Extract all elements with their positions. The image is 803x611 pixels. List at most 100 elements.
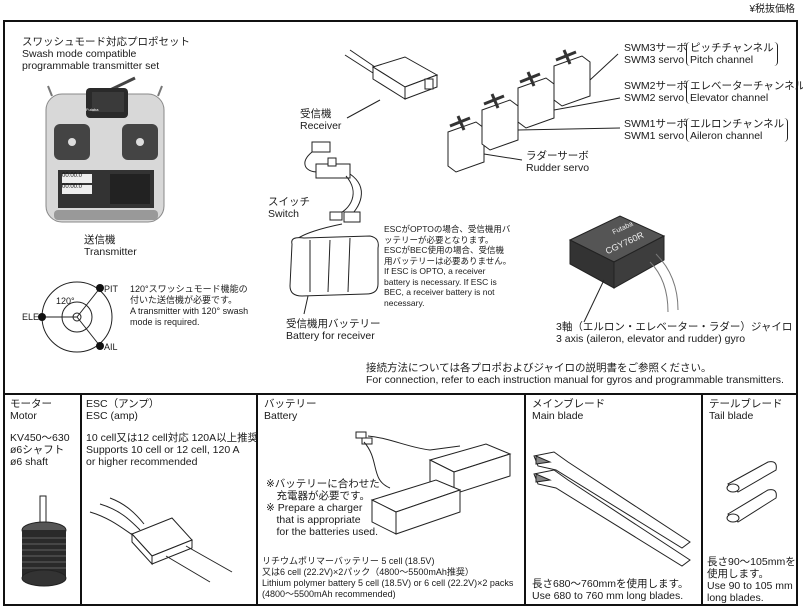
receiver-label: 受信機 Receiver	[300, 108, 341, 132]
rudder-servo-label-ja: ラダーサーボ	[526, 150, 589, 162]
receiver-battery-label-en: Battery for receiver	[286, 330, 375, 342]
connection-note-ja: 接続方法については各プロポおよびジャイロの説明書をご参照ください。	[366, 362, 712, 374]
esc-panel: ESC（アンプ） ESC (amp) 10 cell又は12 cell対応 12…	[86, 398, 258, 468]
receiver-label-ja: 受信機	[300, 108, 332, 120]
main-blade-spec-line: Use 680 to 760 mm long blades.	[532, 590, 684, 602]
servo-label-ja: SWM1サーボ	[624, 118, 687, 130]
charger-note-line: ※ Prepare a charger	[266, 502, 363, 514]
battery-spec-line: リチウムポリマーバッテリー 5 cell (18.5V)	[262, 556, 435, 566]
motor-panel: モーター Motor KV450～630 ø6シャフト ø6 shaft	[10, 398, 70, 468]
switch-label-ja: スイッチ	[268, 196, 310, 208]
battery-spec: リチウムポリマーバッテリー 5 cell (18.5V) 又は6 cell (2…	[262, 556, 513, 600]
channel-label-ja: エルロンチャンネル	[690, 118, 785, 130]
servo-swm1: SWM1サーボ SWM1 servo	[624, 118, 687, 142]
rudder-servo-label-en: Rudder servo	[526, 162, 590, 174]
motor-spec: ø6シャフト	[10, 444, 65, 456]
esc-title-en: ESC (amp)	[86, 410, 138, 422]
esc-note-line: ESCがBEC使用の場合、受信機	[384, 245, 504, 255]
channel-label-en: Elevator channel	[690, 92, 769, 104]
motor-icon	[21, 495, 67, 587]
tail-blade-spec-line: 長さ90～105mmを	[707, 556, 796, 568]
battery-title-ja: バッテリー	[264, 398, 317, 410]
motor-title-en: Motor	[10, 410, 37, 422]
column-divider	[701, 394, 703, 606]
switch-label: スイッチ Switch	[268, 196, 310, 220]
servo-icon	[517, 71, 555, 129]
swash-note: 120°スワッシュモード機能の 付いた送信機が必要です。 A transmitt…	[130, 284, 248, 328]
servo-swm2-channel: エレベーターチャンネル Elevator channel	[686, 80, 803, 104]
servo-icon	[447, 115, 485, 173]
servo-swm2: SWM2サーボ SWM2 servo	[624, 80, 687, 104]
transmitter-label-en: Transmitter	[84, 246, 137, 258]
battery-panel: バッテリー Battery	[264, 398, 317, 422]
receiver-battery-icon	[289, 223, 379, 315]
charger-note-line: that is appropriate	[266, 514, 361, 526]
servo-label-en: SWM2 servo	[624, 92, 685, 104]
servo-swm3-channel: ピッチチャンネル Pitch channel	[686, 42, 778, 66]
price-note: ¥税抜価格	[749, 4, 795, 15]
connection-note-en: For connection, refer to each instructio…	[366, 374, 784, 386]
battery-title-en: Battery	[264, 410, 298, 422]
main-blade-spec: 長さ680～760mmを使用します。 Use 680 to 760 mm lon…	[532, 578, 688, 602]
pit-point-icon	[96, 284, 104, 292]
motor-spec: KV450～630	[10, 432, 70, 444]
esc-receiver-battery-note: ESCがOPTOの場合、受信機用バ ッテリーが必要となります。 ESCがBEC使…	[384, 224, 511, 308]
servo-label-ja: SWM2サーボ	[624, 80, 687, 92]
servo-group	[447, 49, 621, 173]
servo-label-en: SWM1 servo	[624, 130, 685, 142]
servo-icon	[481, 93, 519, 151]
esc-note-line: ッテリーが必要となります。	[384, 234, 494, 245]
connection-note: 接続方法については各プロポおよびジャイロの説明書をご参照ください。 For co…	[366, 362, 784, 386]
swash-label-ail: AIL	[104, 342, 118, 352]
esc-note-line: 用バッテリーは必要ありません。	[384, 255, 512, 266]
swash-diagram	[38, 281, 113, 353]
tail-blade-spec-line: long blades.	[707, 592, 764, 604]
transmitter-set-title: スワッシュモード対応プロポセット Swash mode compatible p…	[22, 36, 190, 72]
swash-note-line: 付いた送信機が必要です。	[130, 295, 238, 305]
esc-note-line: battery is necessary. If ESC is	[384, 276, 497, 287]
servo-icon	[553, 49, 591, 107]
component-frame	[3, 20, 798, 606]
channel-label-en: Aileron channel	[690, 130, 763, 142]
channel-label-ja: ピッチチャンネル	[690, 42, 774, 54]
flight-battery-icon	[355, 431, 512, 535]
tail-blade-title-ja: テールブレード	[709, 398, 783, 410]
column-divider	[256, 394, 258, 606]
esc-spec: Supports 10 cell or 12 cell, 120 A	[86, 444, 240, 456]
rudder-servo-label: ラダーサーボ Rudder servo	[526, 150, 589, 174]
servo-swm3: SWM3サーボ SWM3 servo	[624, 42, 687, 66]
gyro-label-ja: 3軸（エルロン・エレベーター・ラダー）ジャイロ	[556, 321, 793, 333]
battery-spec-line: 又は6 cell (22.2V)×2パック（4800～5500mAh推奨）	[262, 567, 474, 577]
swash-angle: 120°	[56, 296, 75, 306]
esc-icon	[89, 497, 233, 583]
main-blade-panel: メインブレード Main blade	[532, 398, 605, 422]
transmitter-illustration: Futaba 00:00.0 00:00.0	[40, 76, 170, 228]
main-blade-icon	[533, 451, 691, 567]
transmitter-timer-1: 00:00.0	[62, 173, 83, 179]
gyro-icon	[568, 215, 679, 323]
charger-note: ※バッテリーに合わせた 充電器が必要です。 ※ Prepare a charge…	[266, 478, 380, 538]
column-divider	[524, 394, 526, 606]
servo-label-ja: SWM3サーボ	[624, 42, 687, 54]
gyro-label-en: 3 axis (aileron, elevator and rudder) gy…	[556, 333, 746, 345]
tail-blade-spec-line: 使用します。	[707, 568, 769, 580]
charger-note-line: ※バッテリーに合わせた	[266, 478, 380, 490]
battery-spec-line: (4800～5500mAh recommended)	[262, 589, 396, 599]
charger-note-line: 充電器が必要です。	[266, 490, 370, 502]
swash-label-pit: PIT	[104, 284, 119, 294]
main-blade-spec-line: 長さ680～760mmを使用します。	[532, 578, 689, 590]
receiver-battery-label: 受信機用バッテリー Battery for receiver	[286, 318, 381, 342]
motor-title-ja: モーター	[10, 398, 52, 410]
transmitter-icon	[45, 76, 165, 223]
receiver-icon	[344, 49, 439, 100]
tail-blade-spec-line: Use 90 to 105 mm	[707, 580, 793, 592]
tail-blade-spec: 長さ90～105mmを 使用します。 Use 90 to 105 mm long…	[707, 556, 796, 604]
transmitter-label: 送信機 Transmitter	[84, 234, 137, 258]
switch-icon	[304, 141, 362, 223]
tail-blade-panel: テールブレード Tail blade	[709, 398, 783, 422]
swash-note-line: A transmitter with 120° swash	[130, 306, 249, 316]
main-blade-title-en: Main blade	[532, 410, 584, 422]
section-divider	[3, 393, 798, 395]
servo-label-en: SWM3 servo	[624, 54, 685, 66]
column-divider	[80, 394, 82, 606]
